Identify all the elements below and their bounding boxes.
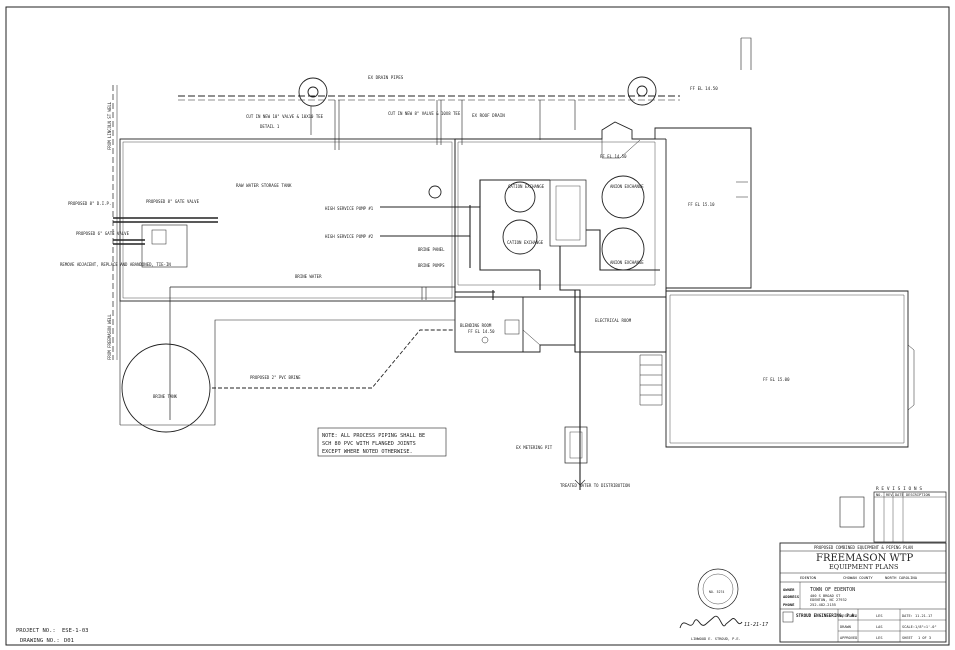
label-blending-ff: FF EL 14.50 bbox=[468, 329, 495, 334]
rev-header-description: DESCRIPTION bbox=[906, 493, 930, 497]
label-blending-room: BLENDING ROOM bbox=[460, 323, 492, 328]
signature-date: 11-21-17 bbox=[744, 622, 768, 628]
note-box bbox=[317, 427, 447, 457]
note-line-3: EXCEPT WHERE NOTED OTHERWISE. bbox=[322, 449, 413, 455]
project-no-value: ESE-1-03 bbox=[62, 628, 89, 634]
drain-manhole-left bbox=[298, 77, 328, 107]
drawing-no-label: DRAWING NO.: bbox=[20, 638, 60, 644]
right-storage-room bbox=[665, 290, 909, 448]
label-proposed-pvc-brine: PROPOSED 2" PVC BRINE bbox=[250, 375, 301, 380]
label-roof-drain: EX ROOF DRAIN bbox=[472, 113, 505, 118]
label-hsp-2: HIGH SERVICE PUMP #2 bbox=[325, 234, 374, 239]
rev-header-rev: REV. bbox=[886, 493, 895, 497]
state-logo bbox=[839, 496, 865, 528]
cation-vessel-1 bbox=[504, 181, 536, 213]
label-ff-room-c: FF EL 15.00 bbox=[763, 377, 790, 382]
seal-license: NO. 5274 bbox=[709, 590, 724, 594]
title-subtitle: PROPOSED COMBINED EQUIPMENT & PIPING PLA… bbox=[814, 545, 913, 550]
label-raw-water-tank: RAW WATER STORAGE TANK bbox=[236, 183, 292, 188]
scale-value: 1/8"=1'-0" bbox=[915, 625, 937, 629]
sheet-label: SHEET bbox=[902, 636, 914, 640]
drain-manhole-right bbox=[627, 76, 657, 106]
engineer-name: LINWOOD E. STROUD, P.E. bbox=[691, 637, 741, 641]
label-brine-panel: BRINE PANEL bbox=[418, 247, 445, 252]
rev-header-no: NO. bbox=[876, 493, 883, 497]
label-detail: DETAIL 1 bbox=[260, 124, 280, 129]
brine-tank bbox=[121, 343, 211, 433]
row-value-designed: LES bbox=[876, 614, 883, 618]
label-drain-pipes: EX DRAIN PIPES bbox=[368, 75, 404, 80]
label-cation-2: CATION EXCHANGE bbox=[507, 240, 544, 245]
label-from-freemason-well: FROM FREEMASON WELL bbox=[107, 314, 112, 360]
label-cut-in-mid: CUT IN NEW 8" VALVE & 10X8 TEE bbox=[388, 111, 461, 116]
label-from-lincoln-well: FROM LINCOLN ST WELL bbox=[107, 101, 112, 150]
label-brine-pumps: BRINE PUMPS bbox=[418, 263, 445, 268]
label-ff-top-right: FF EL 14.50 bbox=[690, 86, 718, 91]
label-proposed-8-gate: PROPOSED 8" GATE VALVE bbox=[146, 199, 200, 204]
row-label-approved: APPROVED bbox=[840, 636, 857, 640]
firm-logo bbox=[782, 611, 794, 623]
label-cut-in-left: CUT IN NEW 10" VALVE & 10X10 TEE bbox=[246, 114, 324, 119]
location-state: NORTH CAROLINA bbox=[885, 575, 918, 580]
label-anion-2: ANION EXCHANGE bbox=[610, 260, 644, 265]
label-electrical-room: ELECTRICAL ROOM bbox=[595, 318, 632, 323]
sheet-title: EQUIPMENT PLANS bbox=[829, 563, 899, 571]
owner-label: OWNER bbox=[783, 587, 795, 592]
title-block bbox=[779, 542, 947, 643]
label-brine-water: BRINE WATER bbox=[295, 274, 322, 279]
process-building-walls bbox=[454, 121, 752, 298]
owner-value: TOWN OF EDENTON bbox=[810, 587, 855, 593]
proposed-pvc-brine-line bbox=[212, 329, 455, 389]
note-line-2: SCH 80 PVC WITH FLANGED JOINTS bbox=[322, 441, 416, 447]
phone-label: PHONE bbox=[783, 602, 795, 607]
address-label: ADDRESS bbox=[783, 594, 800, 599]
row-label-drawn: DRAWN bbox=[840, 625, 851, 629]
row-value-approved: LES bbox=[876, 636, 883, 640]
row-label-designed: DESIGNED bbox=[840, 614, 857, 618]
sheet-border bbox=[5, 6, 950, 646]
project-no-label: PROJECT NO.: bbox=[16, 628, 56, 634]
date-value: 11-21-17 bbox=[915, 614, 932, 618]
label-hsp-1: HIGH SERVICE PUMP #1 bbox=[325, 206, 374, 211]
label-proposed-8-dip: PROPOSED 8" D.I.P. bbox=[68, 201, 111, 206]
firm-name: STROUD ENGINEERING, P.A. bbox=[796, 613, 857, 618]
drawing-no-value: D01 bbox=[64, 638, 74, 644]
date-label: DATE: bbox=[902, 614, 913, 618]
metering-pit bbox=[564, 426, 588, 464]
brine-water-line bbox=[169, 286, 455, 420]
note-line-1: NOTE: ALL PROCESS PIPING SHALL BE bbox=[322, 433, 425, 439]
label-metering-pit: EX METERING PIT bbox=[516, 445, 553, 450]
anion-vessel-1 bbox=[601, 175, 645, 219]
address-city: EDENTON, NC 27932 bbox=[810, 598, 847, 602]
label-anion-1: ANION EXCHANGE bbox=[610, 184, 644, 189]
cation-vessel-2 bbox=[502, 219, 538, 255]
label-proposed-6-gate: PROPOSED 6" GATE VALVE bbox=[76, 231, 130, 236]
label-treated-water: TREATED WATER TO DISTRIBUTION bbox=[560, 483, 630, 488]
revisions-title: R E V I S I O N S bbox=[876, 486, 922, 492]
label-ff-room-a: FF EL 14.50 bbox=[600, 154, 627, 159]
high-service-pump bbox=[428, 185, 442, 199]
label-brine-tank: BRINE TANK bbox=[153, 394, 178, 399]
label-demand-adjacent: REMOVE ADJACENT, REPLACE AND ABANDONED, … bbox=[60, 262, 171, 267]
raw-water-tank-outline bbox=[119, 138, 456, 302]
label-cation-1: CATION EXCHANGE bbox=[508, 184, 545, 189]
engineer-signature bbox=[679, 615, 743, 629]
location-town: EDENTON bbox=[800, 575, 817, 580]
label-ff-room-b: FF EL 15.10 bbox=[688, 202, 715, 207]
address-value: 400 S BROAD ST bbox=[810, 594, 841, 598]
rev-header-date: DATE bbox=[895, 493, 904, 497]
location-county: CHOWAN COUNTY bbox=[843, 575, 873, 580]
scale-label: SCALE: bbox=[902, 625, 915, 629]
engineer-seal bbox=[697, 568, 739, 610]
filter-skid bbox=[549, 179, 587, 247]
sheet-value: 1 OF 3 bbox=[918, 636, 931, 640]
revisions-table bbox=[873, 491, 947, 543]
row-value-drawn: LAS bbox=[876, 625, 883, 629]
project-name: FREEMASON WTP bbox=[816, 553, 913, 564]
phone-value: 252-482-2155 bbox=[810, 603, 836, 607]
